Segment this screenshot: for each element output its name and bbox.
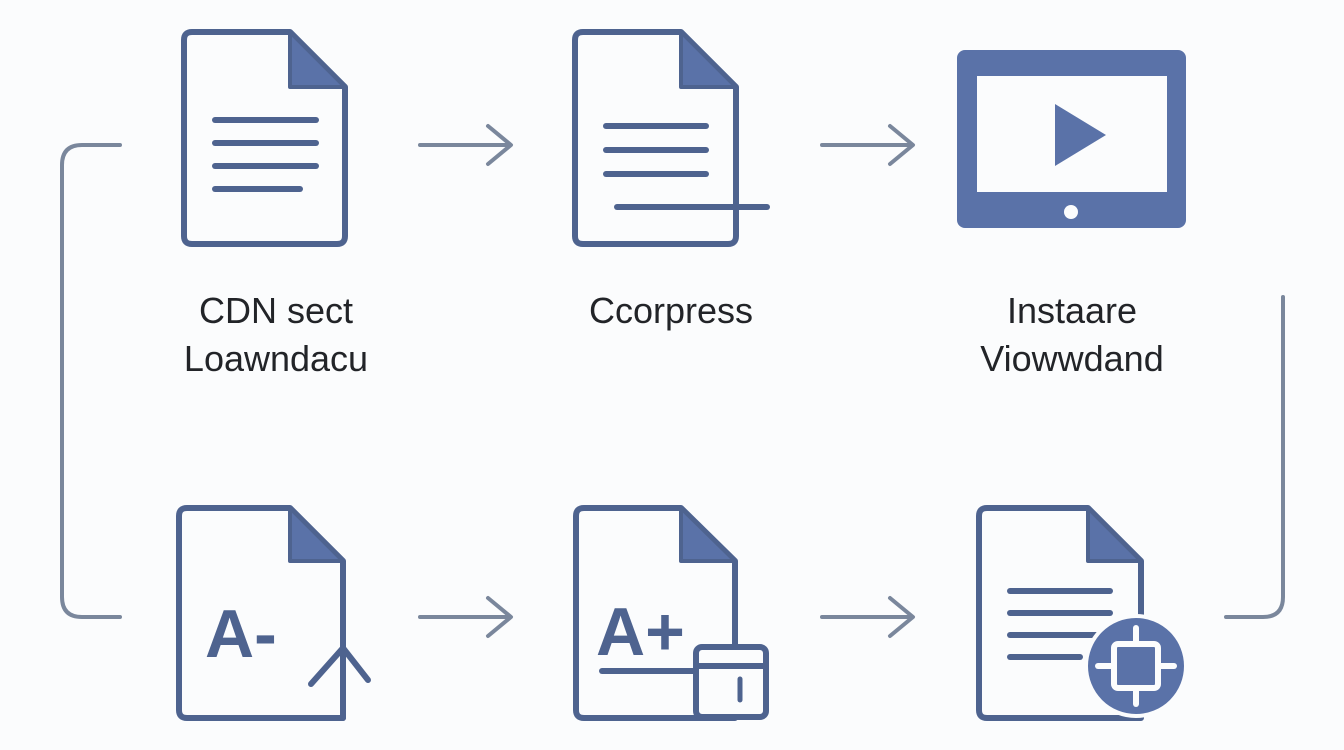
step1-label: CDN sect Loawndacu [184, 287, 368, 383]
right-loop-connector [1224, 295, 1285, 619]
step3-label-line1: Instaare [1006, 290, 1138, 331]
arrow-step4-to-step5 [418, 596, 513, 638]
arrow-step5-to-step6 [820, 596, 915, 638]
step3-label: Instaare Viowwdand [980, 287, 1163, 383]
font-decrease-document-icon: A- [176, 505, 371, 721]
left-loop-connector [60, 143, 122, 619]
settings-target-icon [1084, 614, 1188, 718]
compressed-document-icon [572, 29, 770, 247]
arrow-step2-to-step3 [820, 124, 915, 166]
step3-label-line2: Viowwdand [980, 338, 1164, 379]
step1-label-line1: CDN sect [198, 290, 354, 331]
step1-label-line2: Loawndacu [183, 338, 369, 379]
font-increase-document-icon: A+ [573, 505, 769, 721]
document-icon [181, 29, 348, 247]
step2-label-line1: Ccorpress [588, 290, 754, 331]
arrow-step1-to-step2 [418, 124, 513, 166]
document-settings-icon [976, 505, 1188, 721]
layout-box-icon [693, 644, 769, 720]
video-monitor-icon [957, 50, 1186, 228]
step2-label: Ccorpress [589, 287, 753, 335]
font-increase-glyph: A+ [596, 594, 685, 670]
font-decrease-glyph: A- [205, 596, 277, 672]
